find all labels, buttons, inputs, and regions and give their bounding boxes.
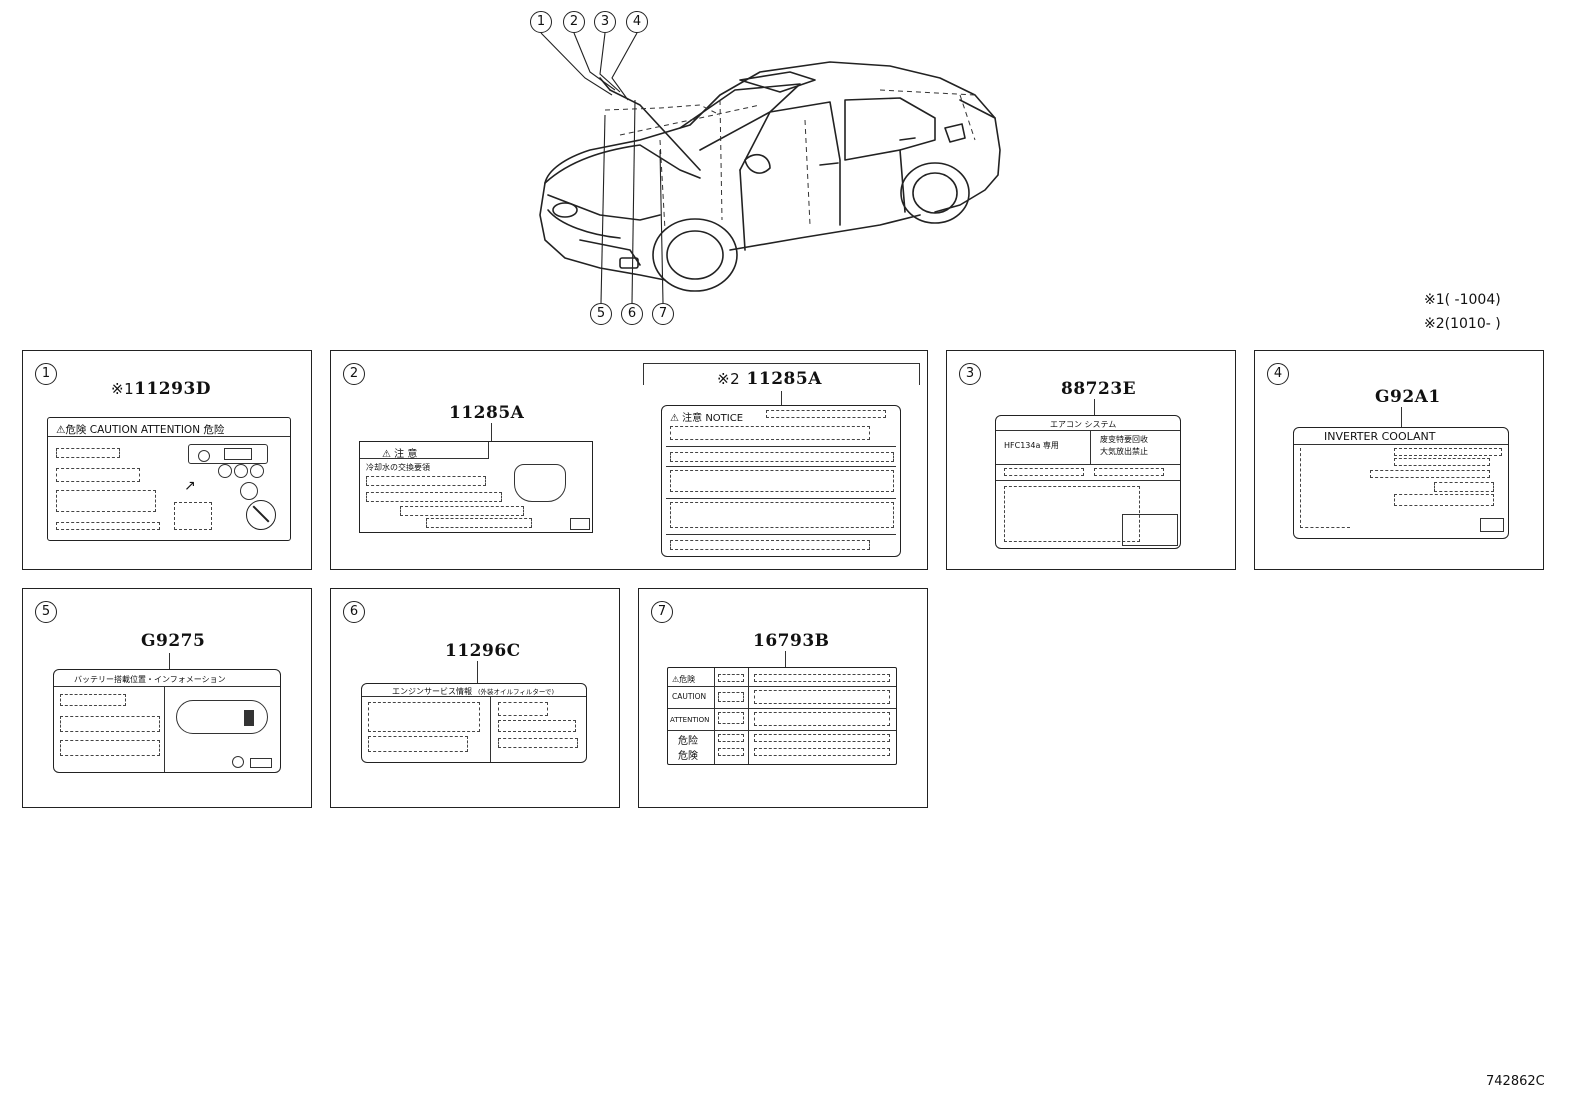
reservoir-icon (514, 464, 566, 502)
label-sub: (外装オイルフィルターで) (478, 688, 555, 696)
panel-4: 4 G92A1 INVERTER COOLANT (1254, 350, 1544, 570)
callout-2: 2 (563, 11, 585, 33)
label-row: ⚠危険 (672, 675, 696, 684)
panel-number: 4 (1267, 363, 1289, 385)
label-row: 危险 (678, 736, 698, 747)
panel-3: 3 88723E エアコン システム HFC134a 専用 废变特要回收 大気放… (946, 350, 1236, 570)
label-header: ⚠ 注 意 (382, 449, 418, 460)
arrow-icon: ↗ (184, 478, 196, 494)
part-number: 88723E (1061, 379, 1137, 399)
label-row: 危険 (678, 751, 698, 762)
label-header: エアコン システム (1050, 420, 1117, 429)
inverter-coolant-label: INVERTER COOLANT (1293, 427, 1509, 539)
prohibition-icon (246, 500, 276, 530)
label-row: ATTENTION (670, 716, 710, 724)
label-row: CAUTION (672, 692, 707, 701)
notice-label: ⚠ 注意 NOTICE (661, 405, 901, 557)
panel-number: 1 (35, 363, 57, 385)
part-number: G9275 (141, 631, 206, 651)
part-number-b: ※2 11285A (717, 369, 822, 389)
callout-4: 4 (626, 11, 648, 33)
panel-number: 3 (959, 363, 981, 385)
callout-6: 6 (621, 303, 643, 325)
panel-5: 5 G9275 バッテリー搭載位置・インフォメーション (22, 588, 312, 808)
callout-5: 5 (590, 303, 612, 325)
label-header: ⚠危険 CAUTION ATTENTION 危险 (56, 424, 225, 436)
panel-number: 5 (35, 601, 57, 623)
car-top-view-icon (176, 700, 268, 734)
note-2: ※2(1010- ) (1424, 316, 1501, 332)
part-number: G92A1 (1375, 387, 1441, 407)
label-line: 大気放出禁止 (1100, 447, 1148, 456)
engine-service-label: エンジンサービス情報 (外装オイルフィルターで) (361, 683, 587, 763)
warning-label: ⚠危険 CAUTION ATTENTION 危险 ↗ (47, 417, 291, 541)
panel-number: 7 (651, 601, 673, 623)
panel-number: 2 (343, 363, 365, 385)
panel-1: 1 ※111293D ⚠危険 CAUTION ATTENTION 危险 ↗ (22, 350, 312, 570)
label-header: INVERTER COOLANT (1324, 430, 1436, 443)
part-number: ※111293D (111, 379, 212, 399)
battery-info-label: バッテリー搭載位置・インフォメーション (53, 669, 281, 773)
callout-7: 7 (652, 303, 674, 325)
coolant-label: ⚠ 注 意 冷却水の交換要領 (359, 441, 593, 533)
engine-icon (188, 444, 268, 464)
callout-3: 3 (594, 11, 616, 33)
panel-6: 6 11296C エンジンサービス情報 (外装オイルフィルターで) (330, 588, 620, 808)
panel-2: 2 11285A ⚠ 注 意 冷却水の交換要領 ※2 11285A ⚠ 注意 N… (330, 350, 928, 570)
label-line: 冷却水の交換要領 (366, 463, 430, 472)
multilingual-warning-label: ⚠危険 CAUTION ATTENTION 危险 危険 (667, 667, 897, 765)
aircon-label: エアコン システム HFC134a 専用 废变特要回收 大気放出禁止 (995, 415, 1181, 549)
label-header: ⚠ 注意 NOTICE (670, 413, 744, 424)
panel-7: 7 16793B ⚠危険 CAUTION ATTENTION 危险 危険 (638, 588, 928, 808)
part-number: 16793B (753, 631, 830, 651)
part-number: 11296C (445, 641, 521, 661)
part-number: 11285A (449, 403, 525, 423)
diagram-id: 742862C (1486, 1074, 1545, 1089)
refrigerant-type: HFC134a 専用 (1004, 441, 1059, 450)
callout-1: 1 (530, 11, 552, 33)
label-line: 废变特要回收 (1100, 435, 1148, 444)
label-header: エンジンサービス情報 (392, 687, 472, 696)
panel-number: 6 (343, 601, 365, 623)
label-header: バッテリー搭載位置・インフォメーション (74, 675, 226, 684)
note-1: ※1( -1004) (1424, 292, 1501, 308)
